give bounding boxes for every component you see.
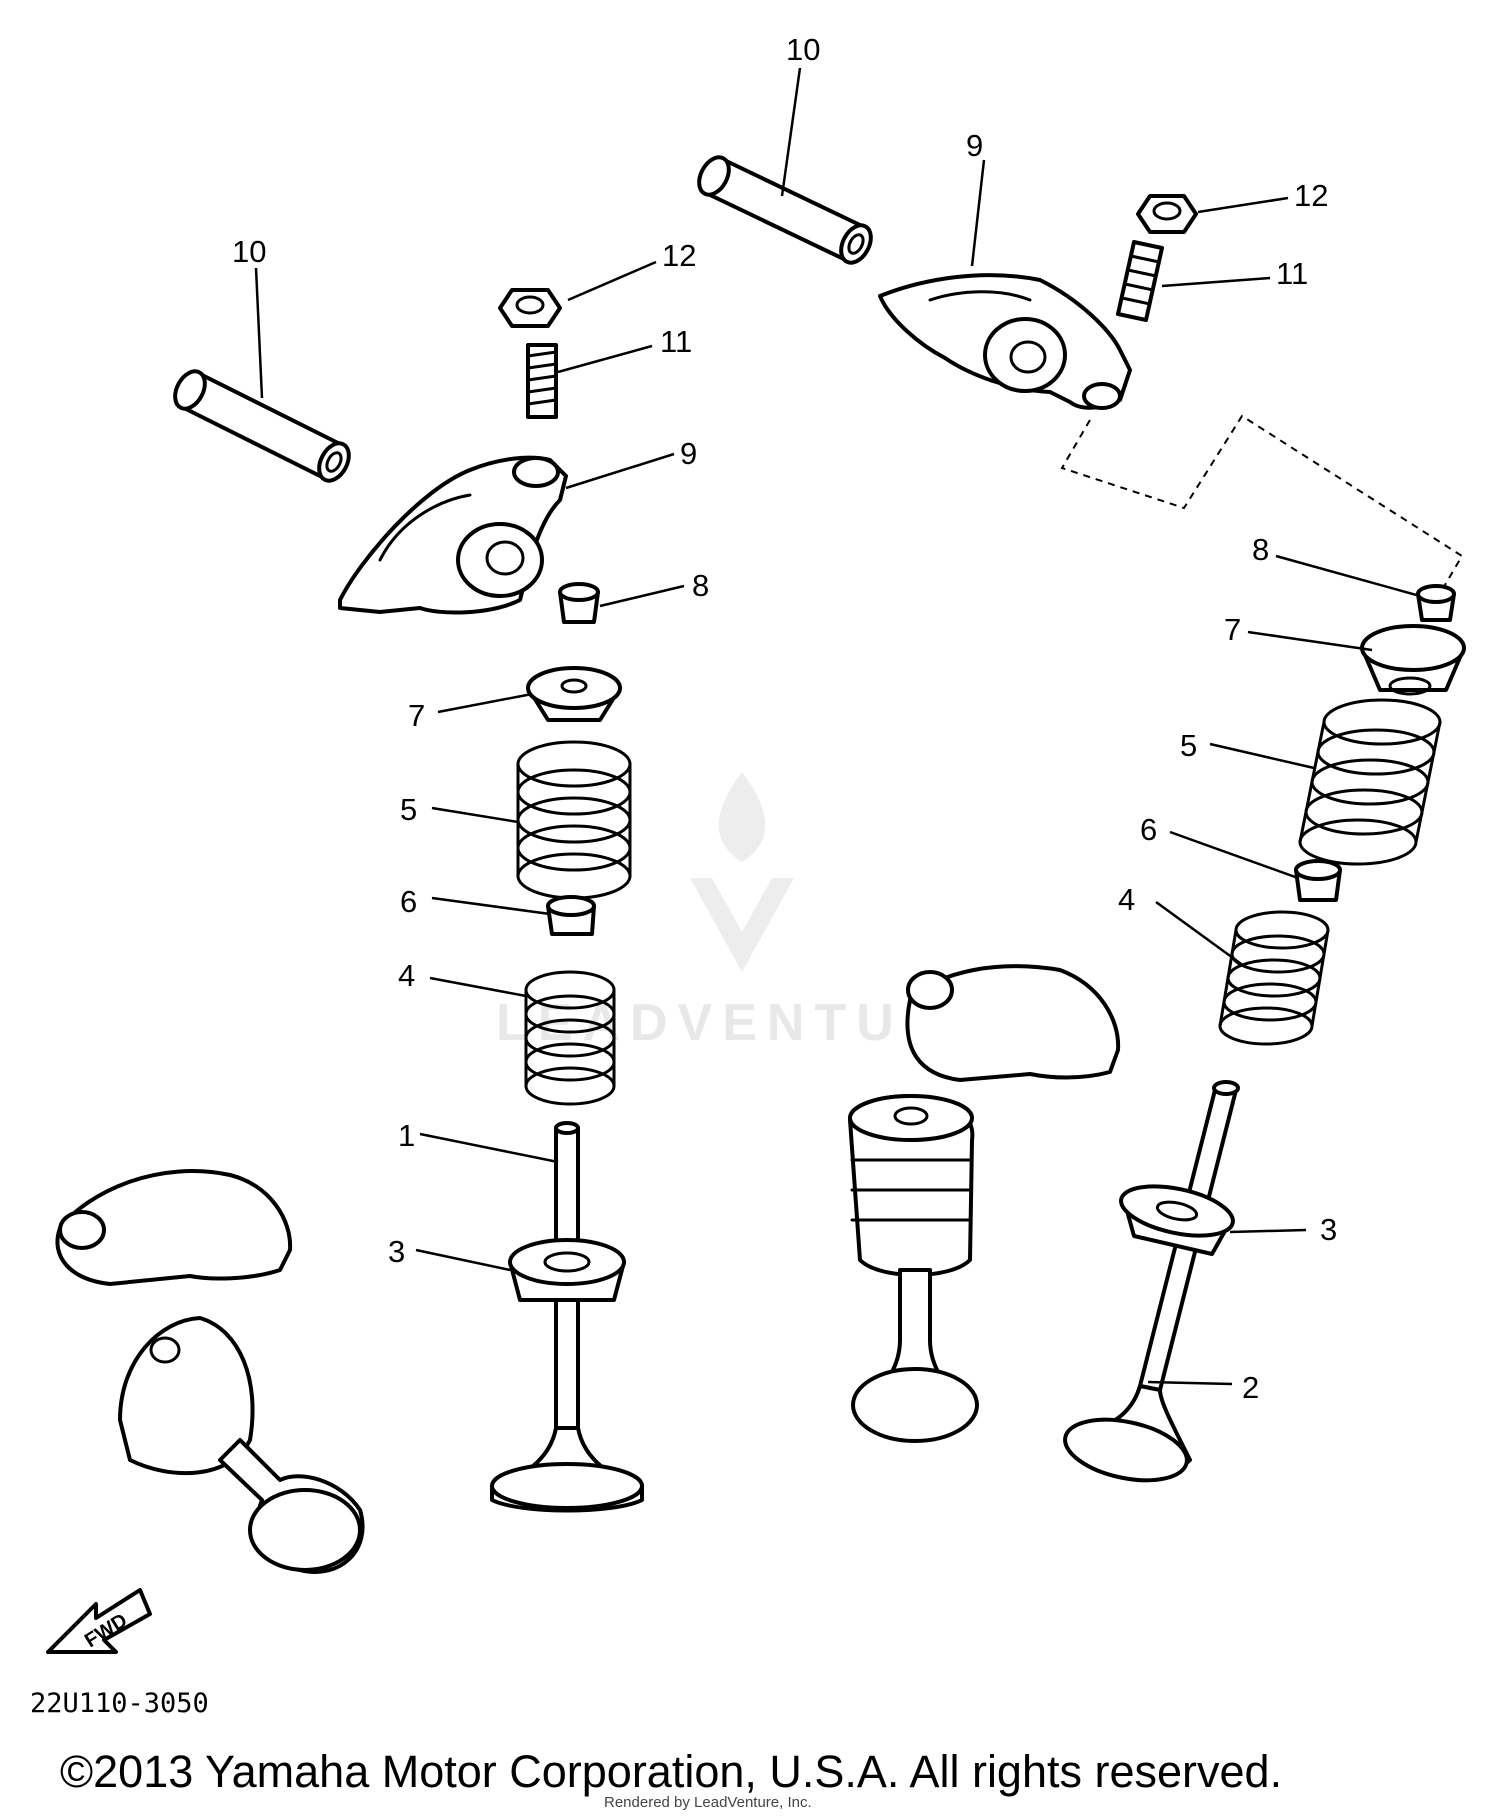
callout-3-left: 3 <box>388 1234 405 1269</box>
copyright-notice: ©2013 Yamaha Motor Corporation, U.S.A. A… <box>60 1746 1283 1797</box>
callout-4-right: 4 <box>1118 882 1135 917</box>
callout-4-left: 4 <box>398 958 415 993</box>
watermark-text: LEADVENTURE <box>496 994 996 1052</box>
callout-7-right: 7 <box>1224 612 1241 647</box>
callout-11-left: 11 <box>660 324 692 359</box>
lock-nut-right <box>1136 194 1198 234</box>
outer-spring-left <box>516 740 632 900</box>
valve-cap-left <box>558 582 600 624</box>
callout-3-right: 3 <box>1320 1212 1337 1247</box>
callout-10-right: 10 <box>786 32 820 67</box>
dashed-indicator <box>1060 414 1464 591</box>
rocker-shaft-right <box>697 155 873 265</box>
spring-retainer-right <box>1360 624 1466 696</box>
rocker-arm-right <box>878 273 1132 410</box>
callout-7-left: 7 <box>408 698 425 733</box>
callout-8-right: 8 <box>1252 532 1269 567</box>
rocker-shaft-left <box>173 369 351 483</box>
adjusting-screw-left <box>526 343 558 419</box>
callout-6-right: 6 <box>1140 812 1157 847</box>
inner-spring-right <box>1218 910 1330 1046</box>
render-credit: Rendered by LeadVenture, Inc. <box>604 1794 812 1811</box>
callout-12-right: 12 <box>1294 178 1328 213</box>
assembly-inset-left <box>55 1169 365 1574</box>
diagram-code: 22U110-3050 <box>30 1688 209 1719</box>
watermark-flame-icon <box>718 772 766 862</box>
spring-seat-left <box>546 895 596 936</box>
callout-10-left: 10 <box>232 234 266 269</box>
callout-6-left: 6 <box>400 884 417 919</box>
valve-stem-seal-right <box>1119 1184 1235 1256</box>
callout-numbers: 10 10 9 12 12 11 11 9 8 8 7 7 5 5 6 6 4 … <box>232 32 1337 1405</box>
lock-nut-left <box>498 288 562 328</box>
outer-spring-right <box>1298 698 1442 866</box>
valve-cap-right <box>1416 584 1456 622</box>
spring-seat-right <box>1294 859 1342 902</box>
rocker-arm-left <box>338 455 568 615</box>
callout-12-left: 12 <box>662 238 696 273</box>
watermark-v-icon <box>690 878 794 972</box>
assembly-inset-middle <box>848 964 1121 1443</box>
fwd-arrow-icon: FWD <box>46 1588 152 1654</box>
leader-lines <box>254 67 1421 1386</box>
valve-stem-seal-left <box>508 1238 626 1302</box>
valve-intake-left <box>490 1121 644 1513</box>
callout-9-right: 9 <box>966 128 983 163</box>
callout-2-right: 2 <box>1242 1370 1259 1405</box>
callout-5-left: 5 <box>400 792 417 827</box>
callout-5-right: 5 <box>1180 728 1197 763</box>
callout-1-left: 1 <box>398 1118 415 1153</box>
spring-retainer-left <box>526 666 622 722</box>
callout-9-left: 9 <box>680 436 697 471</box>
watermark: LEADVENTURE <box>496 772 996 1052</box>
callout-8-left: 8 <box>692 568 709 603</box>
callout-11-right: 11 <box>1276 256 1308 291</box>
inner-spring-left <box>524 970 616 1106</box>
adjusting-screw-right <box>1116 240 1164 322</box>
valve-exhaust-right <box>1063 1080 1240 1483</box>
